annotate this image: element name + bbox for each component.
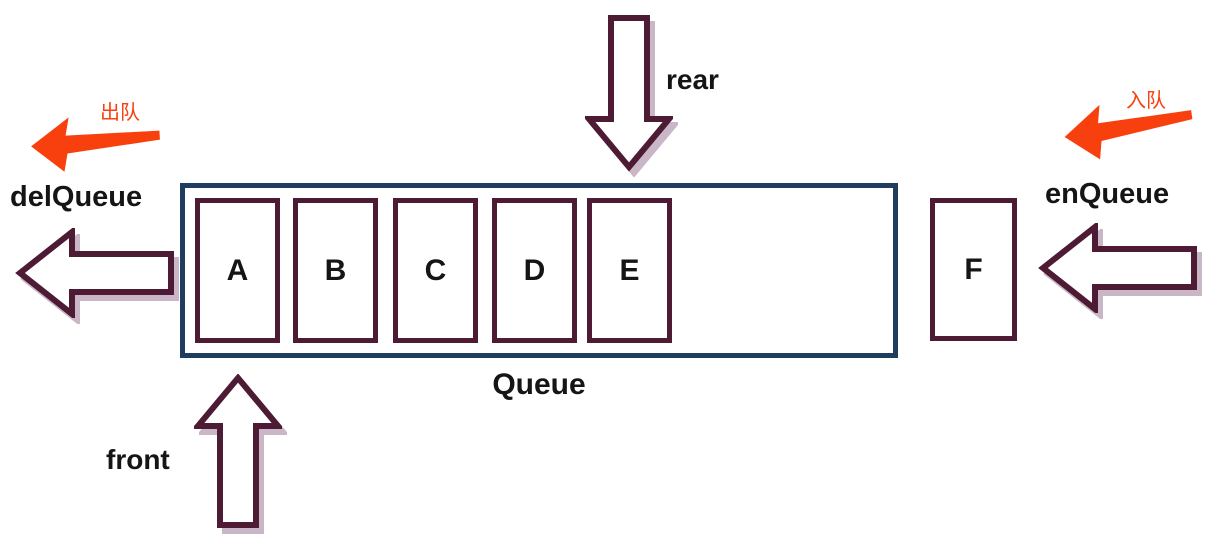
queue-cell-e-label: E [619, 253, 640, 287]
dequeue-arrow-icon [15, 228, 174, 318]
queue-cell-e: E [587, 198, 672, 343]
enqueue-chinese-label: 入队 [1126, 90, 1166, 112]
enqueue-red-arrow-icon [1064, 104, 1193, 160]
front-pointer-label: front [106, 444, 170, 475]
enqueue-arrow-icon [1038, 223, 1197, 313]
front-pointer-arrow-icon [194, 374, 282, 528]
queue-cell-d-label: D [523, 253, 546, 287]
queue-cell-b: B [293, 198, 378, 343]
dequeue-chinese-label: 出队 [100, 102, 140, 124]
rear-pointer-arrow-icon [585, 15, 673, 172]
queue-cell-a: A [195, 198, 280, 343]
queue-cell-c: C [393, 198, 478, 343]
incoming-cell-f: F [930, 198, 1017, 341]
incoming-cell-f-label: F [964, 252, 983, 286]
rear-pointer-label: rear [666, 64, 719, 95]
dequeue-red-arrow-icon [31, 117, 160, 172]
queue-cell-a-label: A [226, 253, 249, 287]
dequeue-label: delQueue [10, 181, 143, 213]
queue-cell-c-label: C [424, 253, 447, 287]
queue-cell-b-label: B [324, 253, 347, 287]
queue-title: Queue [492, 368, 586, 401]
queue-cell-d: D [492, 198, 577, 343]
enqueue-label: enQueue [1045, 178, 1170, 210]
